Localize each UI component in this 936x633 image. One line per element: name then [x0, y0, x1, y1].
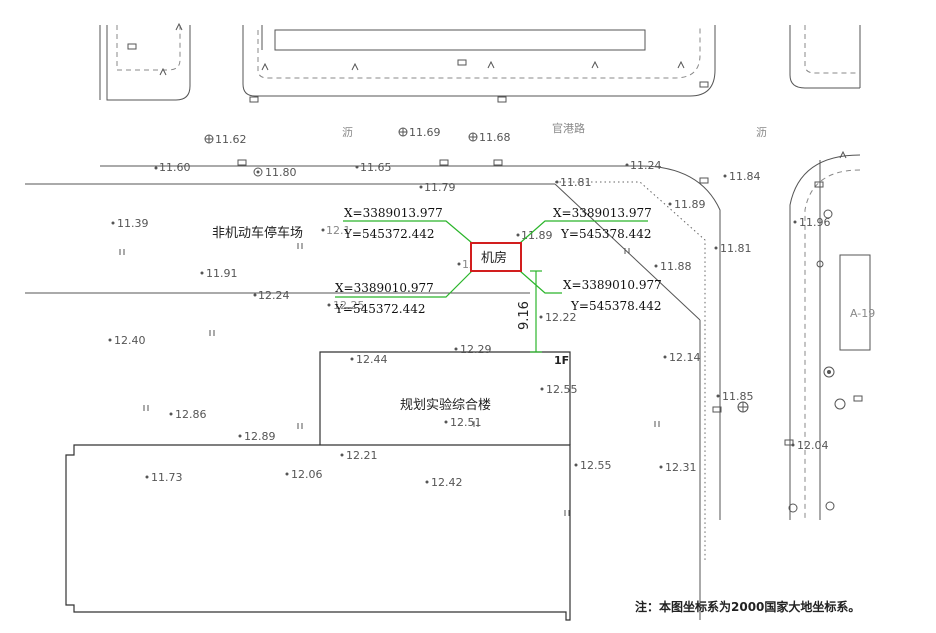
machine-room-label: 机房 [481, 250, 507, 266]
elevation-points [108, 163, 797, 484]
elev-11: 11.39 [117, 217, 149, 230]
existing-building-outline [65, 444, 571, 621]
road-name-label: 官港路 [552, 121, 585, 135]
elev-0: 11.62 [215, 133, 247, 146]
elev-10: 11.89 [674, 198, 706, 211]
coord-ne-x: X=3389013.977 [553, 206, 652, 220]
a19-label: A-19 [850, 307, 875, 320]
elevation-labels: 11.62 11.69 11.68 11.60 11.80 11.65 11.2… [114, 126, 831, 489]
floor-label: 1F [554, 354, 569, 367]
elev-18: 11.88 [660, 260, 692, 273]
elev-2: 11.68 [479, 131, 511, 144]
elev-17: 11.91 [206, 267, 238, 280]
elev-23: 12.44 [356, 353, 388, 366]
coord-sw-y: Y=545372.442 [334, 302, 426, 316]
coord-se-y: Y=545378.442 [570, 299, 662, 313]
elev-33: 12.55 [580, 459, 612, 472]
elev-28: 12.86 [175, 408, 207, 421]
buildings [65, 351, 571, 621]
parking-label: 非机动车停车场 [212, 225, 303, 241]
elev-30: 12.51 [450, 416, 482, 429]
elev-37: 12.42 [431, 476, 463, 489]
elev-36: 12.06 [291, 468, 323, 481]
elev-34: 12.31 [665, 461, 697, 474]
elev-6: 11.24 [630, 159, 662, 172]
elev-7: 11.84 [729, 170, 761, 183]
elev-20: 12.25 [333, 299, 365, 312]
planned-building-outline [319, 351, 571, 445]
elev-32: 12.21 [346, 449, 378, 462]
coord-nw-x: X=3389013.977 [344, 206, 443, 220]
side-label-left: 沥 [342, 126, 353, 139]
coordinate-labels: X=3389013.977 Y=545372.442 X=3389013.977… [334, 206, 662, 316]
elev-5: 11.65 [360, 161, 392, 174]
coordinate-system-note: 注：本图坐标系为2000国家大地坐标系。 [635, 599, 860, 614]
distance-label: 9.16 [517, 301, 532, 330]
elev-24: 12.29 [460, 343, 492, 356]
coord-ne-y: Y=545378.442 [560, 227, 652, 241]
building-label: 规划实验综合楼 [400, 397, 491, 413]
elev-29: 12.89 [244, 430, 276, 443]
side-label-right: 沥 [756, 126, 767, 139]
elev-26: 12.55 [546, 383, 578, 396]
machine-room-box [470, 242, 522, 272]
elev-35: 11.73 [151, 471, 183, 484]
elev-4: 11.80 [265, 166, 297, 179]
coordinate-leaders [335, 220, 648, 353]
elev-14: 11.96 [799, 216, 831, 229]
elev-22: 12.40 [114, 334, 146, 347]
elev-12: 12.1 [326, 224, 351, 237]
elev-1: 11.69 [409, 126, 441, 139]
road-linework [25, 25, 871, 620]
coord-nw-y: Y=545372.442 [343, 227, 435, 241]
elev-15: 11.81 [720, 242, 752, 255]
map-symbols [119, 22, 863, 516]
elev-21: 12.22 [545, 311, 577, 324]
elev-9: 11.81 [560, 176, 592, 189]
elev-25: 12.14 [669, 351, 701, 364]
elev-13: 11.89 [521, 229, 553, 242]
elev-27: 11.85 [722, 390, 754, 403]
coord-se-x: X=3389010.977 [563, 278, 662, 292]
elev-8: 11.79 [424, 181, 456, 194]
coord-sw-x: X=3389010.977 [335, 281, 434, 295]
elev-19: 12.24 [258, 289, 290, 302]
elev-3: 11.60 [159, 161, 191, 174]
elev-31: 12.04 [797, 439, 829, 452]
